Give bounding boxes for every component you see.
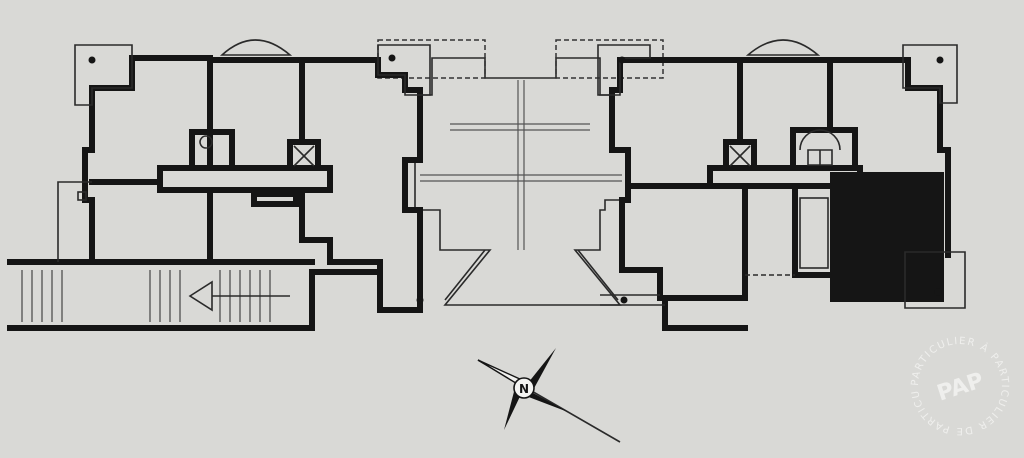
spiral-stair-icon (799, 129, 841, 151)
entrance-ramp-edge (577, 249, 619, 301)
stair-direction-arrow (188, 280, 213, 312)
column-marker (618, 56, 626, 64)
compass-north-label: N (519, 382, 529, 396)
column-marker (620, 296, 628, 304)
corner-pillar (902, 44, 958, 104)
left-wing (7, 39, 431, 331)
compass-rose: N (477, 348, 621, 443)
bay-window (219, 39, 293, 56)
central-courtyard (377, 39, 664, 306)
bay-window (745, 39, 821, 56)
spiral-stair-icon (199, 135, 213, 149)
right-wing (597, 39, 966, 331)
highlighted-apartment (830, 172, 944, 302)
column-marker (88, 56, 96, 64)
corner-pillar (377, 44, 431, 96)
column-marker (388, 54, 396, 62)
entrance-ramp-edge (444, 249, 486, 301)
column-marker (936, 56, 944, 64)
corner-pillar (74, 44, 133, 106)
compass-hub (513, 377, 535, 399)
column-marker (934, 288, 942, 296)
watermark-logo: PAP (934, 368, 987, 406)
column-marker (416, 296, 424, 304)
stair-hall (21, 270, 290, 322)
corner-pillar (904, 251, 966, 309)
corner-pillar (597, 44, 651, 96)
